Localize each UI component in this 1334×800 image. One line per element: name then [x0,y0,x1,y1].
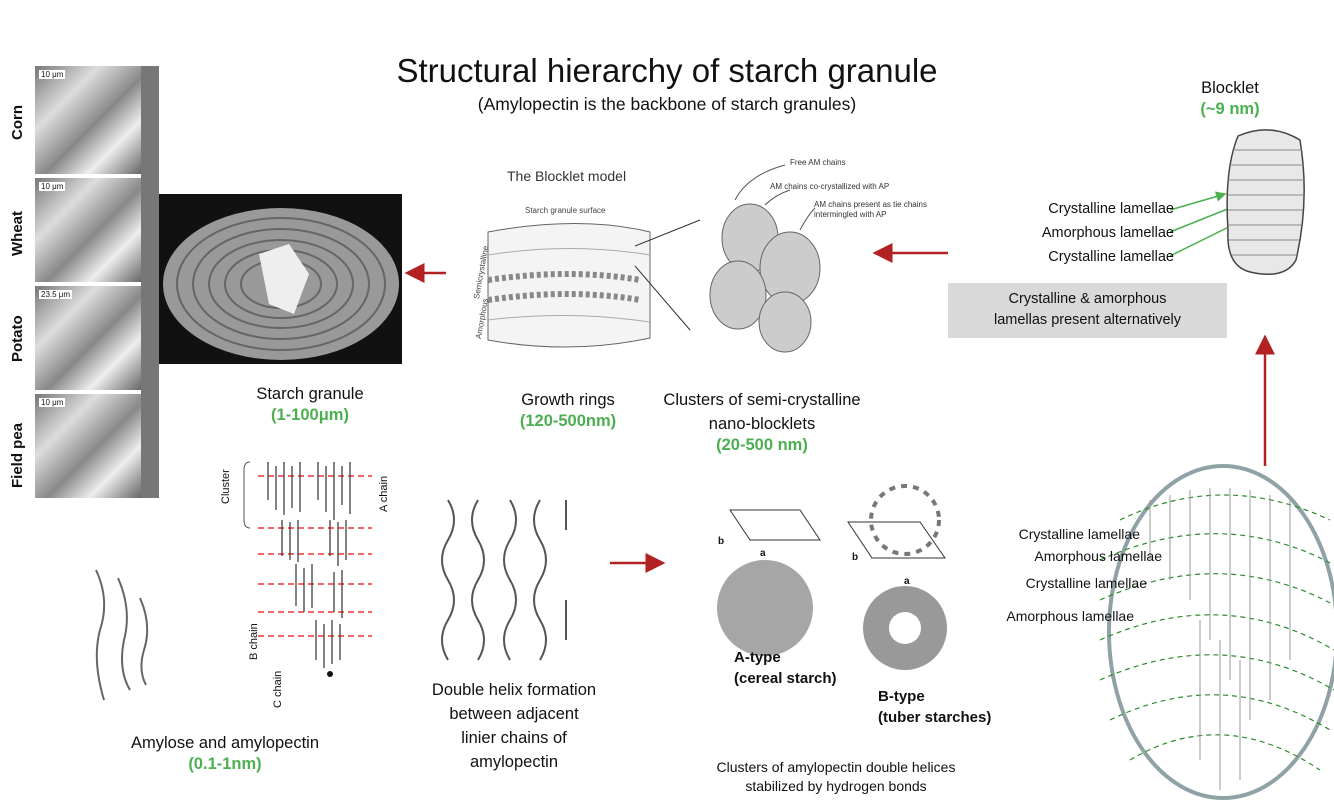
pointer-crystalline-1 [1169,191,1227,211]
lamella-label-2: Amorphous lamellae [1041,225,1174,241]
double-helix-sketch [441,499,567,661]
growth-rings-label: Growth rings [521,391,615,409]
amylose-chains-sketch [95,569,149,701]
clusters-label-2: nano-blocklets [708,415,816,433]
b-type-source: (tuber starches) [878,709,992,726]
wheat-micrograph [35,178,141,282]
oval-lamella-2: Amorphous lamellae [1034,548,1162,564]
c-chain-label: C chain [272,670,284,708]
corn-micrograph [35,66,141,174]
lamella-oval-drawing [1099,464,1334,800]
amylose-label: Amylose and amylopectin [130,734,319,752]
lamella-note-box: Crystalline & amorphous lamellas present… [948,283,1227,338]
lamella-label-3: Crystalline lamellae [1048,249,1174,265]
cluster-diagram-sketch [243,461,372,677]
am-chains-tie-1: AM chains present as tie chains [814,200,927,209]
b-type-label: B-type [878,688,925,705]
oval-lamella-4: Amorphous lamellae [1006,608,1134,624]
blocklet-model-title: The Blocklet model [507,168,627,184]
axis-a-a: a [760,548,766,559]
a-chain-label: A chain [378,475,390,512]
a-type-source: (cereal starch) [734,670,837,687]
am-chains-tie-2: intermingled with AP [814,210,887,219]
amylose-size: (0.1-1nm) [188,755,262,773]
panel-side-bar [141,66,159,498]
blocklet-drawing [1226,129,1305,275]
a-type-label: A-type [734,649,781,666]
page-subtitle: (Amylopectin is the backbone of starch g… [477,94,857,114]
double-helix-line-1: Double helix formation [431,681,597,699]
granule-rings [163,208,399,360]
fieldpea-micrograph [35,394,141,498]
nano-blocklets-sketch [709,164,821,353]
blocklet-model-surface: Starch granule surface [525,206,606,215]
blocklet-size: (~9 nm) [1200,100,1260,118]
starch-granule-label: Starch granule [256,385,364,403]
scale-bar-potato: 23.5 μm [39,290,73,299]
blocklet-model-sketch [487,219,701,348]
crystal-caption-2: stabilized by hydrogen bonds [745,778,927,794]
double-helix-line-3: linier chains of [461,729,567,747]
crystal-types-sketch [717,484,947,670]
page-title: Structural hierarchy of starch granule [396,52,938,89]
double-helix-line-4: amylopectin [469,753,559,771]
scale-bar-fieldpea: 10 μm [39,398,66,407]
sem-micrograph-panel: 10 μm 10 μm 23.5 μm 10 μm [33,66,159,498]
clusters-size: (20-500 nm) [716,436,808,454]
blocklet-label: Blocklet [1201,79,1259,97]
clusters-label-1: Clusters of semi-crystalline [663,391,861,409]
scale-bar-wheat: 10 μm [39,182,66,191]
b-chain-label: B chain [248,623,260,660]
am-chains-cocrystal: AM chains co-crystallized with AP [770,182,890,191]
cluster-label: Cluster [220,469,232,504]
potato-micrograph [35,286,141,390]
oval-lamella-1: Crystalline lamellae [1018,526,1140,542]
scale-bar-corn: 10 μm [39,70,66,79]
oval-lamella-3: Crystalline lamellae [1025,575,1147,591]
growth-rings-size: (120-500nm) [519,412,617,430]
lamella-note-2: lamellas present alternatively [994,312,1181,328]
axis-a-b: a [904,576,910,587]
lamella-note-1: Crystalline & amorphous [1008,291,1167,307]
axis-b-b: b [852,552,859,563]
crystal-caption-1: Clusters of amylopectin double helices [716,759,956,775]
axis-b-a: b [718,536,725,547]
lamella-label-1: Crystalline lamellae [1048,201,1174,217]
starch-granule-size: (1-100μm) [271,406,349,424]
double-helix-line-2: between adjacent [449,705,579,723]
am-chains-free: Free AM chains [790,158,846,167]
starch-granule-image [159,194,402,364]
